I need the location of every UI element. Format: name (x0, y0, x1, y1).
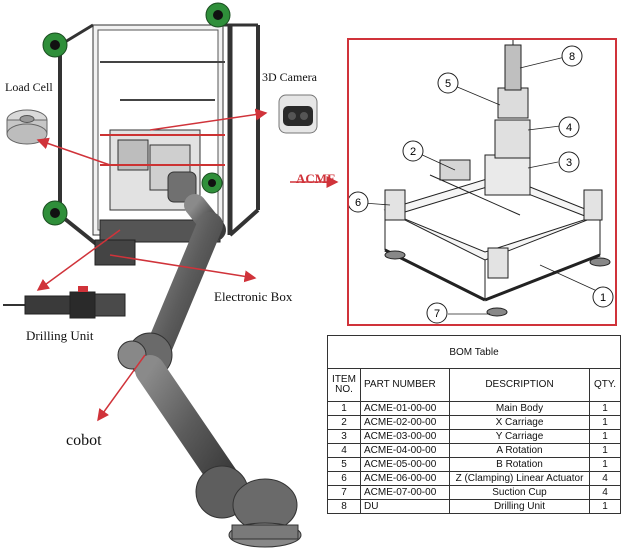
bom-cell-desc: X Carriage (449, 415, 590, 430)
bom-cell-qty: 1 (589, 401, 621, 416)
bom-cell-qty: 1 (589, 429, 621, 444)
bom-cell-part: ACME-05-00-00 (360, 457, 450, 472)
bom-cell-item: 1 (327, 401, 361, 416)
bom-cell-item: 4 (327, 443, 361, 458)
bom-cell-item: 5 (327, 457, 361, 472)
bom-cell-desc: Z (Clamping) Linear Actuator (449, 471, 590, 486)
bom-cell-item: 8 (327, 499, 361, 514)
cobot-label: cobot (66, 432, 102, 449)
bom-cell-part: ACME-01-00-00 (360, 401, 450, 416)
callout-4: 4 (558, 116, 580, 138)
drilling-unit-image (3, 286, 126, 319)
callout-number: 4 (566, 122, 572, 134)
callout-2: 2 (402, 140, 424, 162)
electronic-box-label: Electronic Box (214, 289, 293, 304)
header-part-number: PART NUMBER (360, 368, 450, 402)
bom-cell-desc: Main Body (449, 401, 590, 416)
acme-detail-frame (347, 38, 617, 326)
bom-cell-qty: 1 (589, 457, 621, 472)
load-cell-label: Load Cell (5, 80, 53, 94)
callout-8: 8 (561, 45, 583, 67)
callout-number: 5 (445, 78, 451, 90)
callout-circle (402, 140, 424, 162)
bom-cell-item: 6 (327, 471, 361, 486)
camera-image (278, 94, 318, 134)
callout-number: 2 (410, 146, 416, 158)
bom-table: BOM Table ITEM NO. PART NUMBER DESCRIPTI… (327, 335, 621, 514)
bom-cell-part: ACME-02-00-00 (360, 415, 450, 430)
callout-1: 1 (592, 286, 614, 308)
robot-arm (117, 171, 302, 548)
header-qty: QTY. (589, 368, 621, 402)
bom-cell-qty: 4 (589, 471, 621, 486)
bom-cell-item: 7 (327, 485, 361, 500)
bom-cell-part: ACME-07-00-00 (360, 485, 450, 500)
bom-cell-qty: 1 (589, 499, 621, 514)
header-item-no: ITEM NO. (327, 368, 361, 402)
bom-cell-desc: A Rotation (449, 443, 590, 458)
pointer-arrows (36, 108, 339, 422)
wheels (42, 2, 231, 226)
bom-title: BOM Table (327, 335, 621, 369)
bom-cell-part: ACME-04-00-00 (360, 443, 450, 458)
bom-cell-qty: 4 (589, 485, 621, 500)
callout-circle (426, 302, 448, 324)
callout-circle (561, 45, 583, 67)
callout-circle (558, 116, 580, 138)
bom-cell-part: ACME-06-00-00 (360, 471, 450, 486)
bom-cell-qty: 1 (589, 415, 621, 430)
bom-cell-part: ACME-03-00-00 (360, 429, 450, 444)
callout-leaders (362, 56, 598, 315)
bom-cell-desc: Y Carriage (449, 429, 590, 444)
drilling-unit-label: Drilling Unit (26, 328, 94, 343)
callout-number: 7 (434, 308, 440, 320)
gantry-frame (58, 23, 260, 266)
bom-title-row: BOM Table (327, 335, 621, 369)
bom-cell-desc: Suction Cup (449, 485, 590, 500)
callout-5: 5 (437, 72, 459, 94)
bom-cell-item: 3 (327, 429, 361, 444)
bom-cell-part: DU (360, 499, 450, 514)
load-cell-image (6, 109, 48, 145)
callout-number: 6 (355, 197, 361, 209)
header-description: DESCRIPTION (449, 368, 590, 402)
callout-7: 7 (426, 302, 448, 324)
callout-circle (558, 151, 580, 173)
acme-label: ACME (296, 171, 336, 186)
camera-label: 3D Camera (262, 70, 317, 84)
callout-number: 3 (566, 157, 572, 169)
bom-cell-desc: Drilling Unit (449, 499, 590, 514)
bom-cell-desc: B Rotation (449, 457, 590, 472)
bom-cell-qty: 1 (589, 443, 621, 458)
bom-header-row: ITEM NO. PART NUMBER DESCRIPTION QTY. (327, 368, 621, 402)
callout-number: 1 (600, 292, 606, 304)
callout-circle (437, 72, 459, 94)
callout-circle (592, 286, 614, 308)
callout-3: 3 (558, 151, 580, 173)
acme-exploded-view (383, 40, 611, 317)
callout-number: 8 (569, 51, 575, 63)
bom-cell-item: 2 (327, 415, 361, 430)
